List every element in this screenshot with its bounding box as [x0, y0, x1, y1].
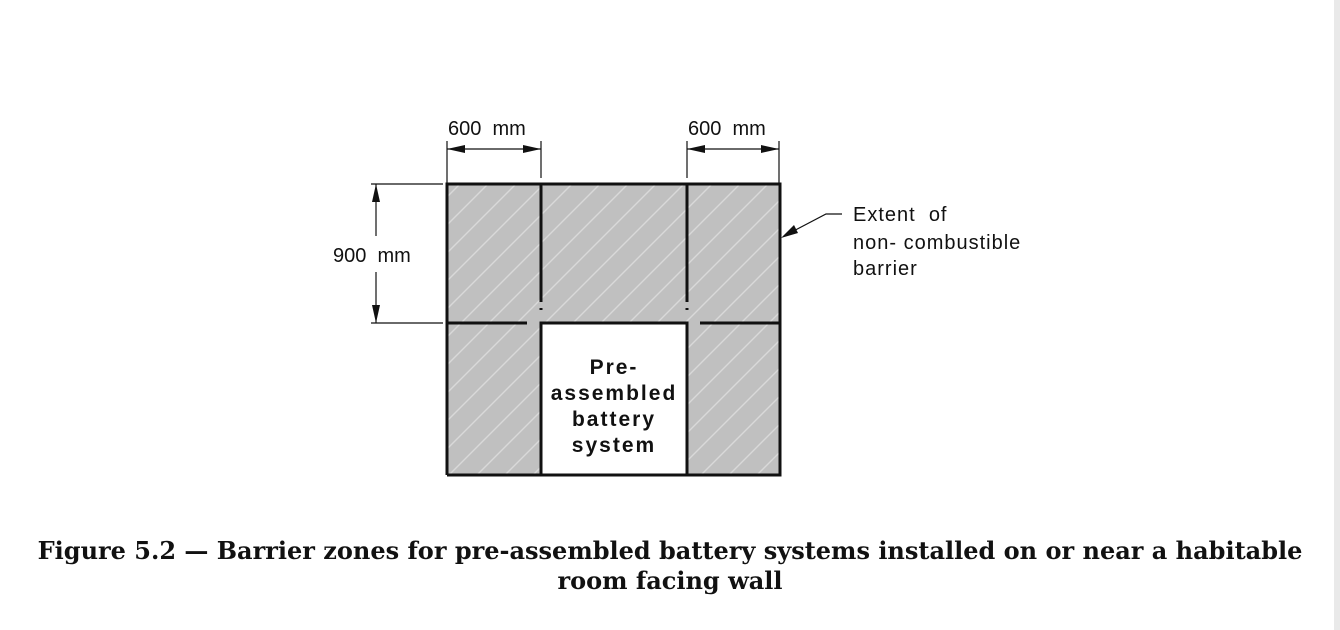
figure-caption: Figure 5.2 — Barrier zones for pre-assem… [0, 536, 1340, 596]
zone-division-lines [447, 184, 780, 325]
battery-system-box [541, 323, 687, 475]
box-label-line-4: system [572, 434, 656, 457]
callout-label-line-1: Extent of [853, 204, 948, 226]
dim-label-top-left: 600 mm [448, 118, 526, 140]
barrier-outline [445, 182, 782, 477]
callout-label-line-2: non- combustible [853, 232, 1021, 254]
box-label-line-1: Pre- [590, 356, 639, 379]
dim-label-left: 900 mm [333, 245, 411, 267]
barrier-zone-diagram: 600 mm 600 mm 900 mm Extent of non- comb… [333, 118, 1021, 477]
callout-leader [783, 213, 842, 237]
page-edge [1334, 0, 1340, 630]
box-label-line-2: assembled [551, 382, 678, 405]
box-label-line-3: battery [572, 408, 656, 431]
callout-label-line-3: barrier [853, 258, 918, 280]
battery-box-outline [539, 321, 689, 475]
figure-caption-line-1: Figure 5.2 — Barrier zones for pre-assem… [37, 536, 1303, 565]
callout-arrowhead [781, 225, 798, 238]
figure-caption-line-2: room facing wall [557, 566, 783, 595]
dim-label-top-right: 600 mm [688, 118, 766, 140]
dimension-arrowheads [372, 145, 779, 323]
